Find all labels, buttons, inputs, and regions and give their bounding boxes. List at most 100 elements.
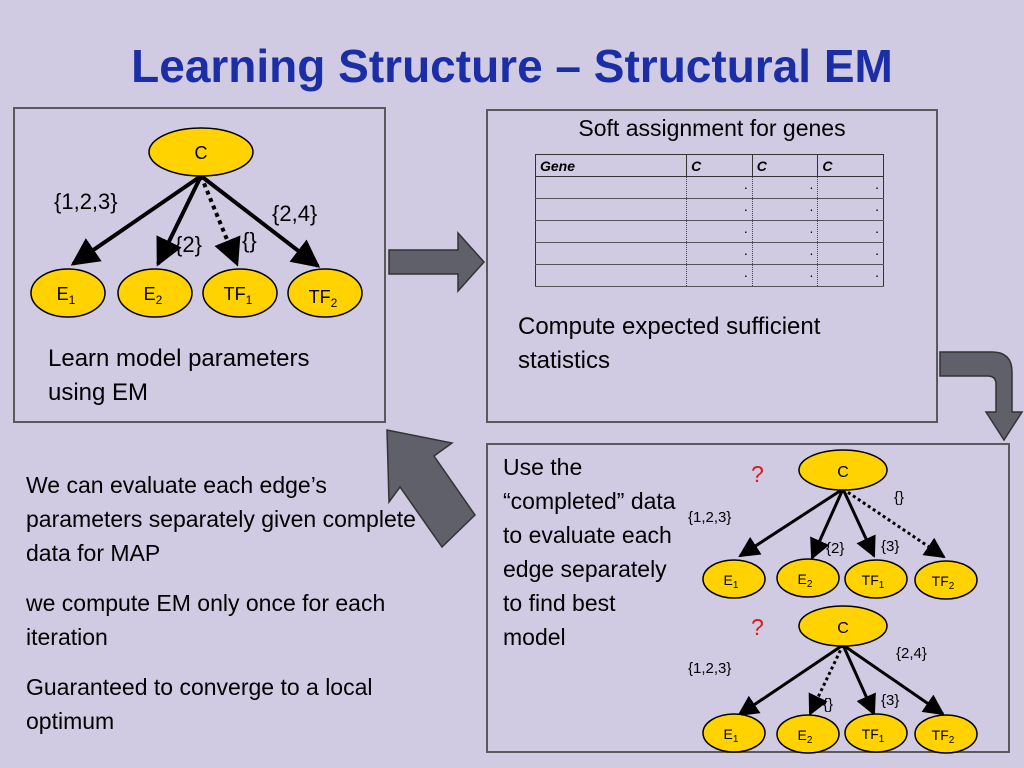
table-header: C [817, 154, 884, 177]
bullet-item: we compute EM only once for each iterati… [26, 590, 386, 650]
table-cell [534, 198, 688, 221]
tree1-node-e2 [776, 558, 840, 598]
tree1-node-tf1-label: TF1 [862, 572, 885, 591]
tree1-edge-label-3: {3} [881, 538, 899, 555]
tree1-node-tf1 [844, 559, 908, 599]
table-header: C [686, 154, 753, 177]
table-row: . . . [534, 198, 884, 221]
tree2-node-e2 [776, 714, 840, 754]
left-tree: C E1 E2 TF1 TF2 {1,2,3} {2} {} {2,4} [30, 127, 363, 318]
node-tf2-label: TF2 [309, 287, 338, 310]
table-cell: . [751, 198, 819, 221]
tree2-edge-label-4: {2,4} [896, 645, 927, 662]
arrow-right [388, 231, 486, 293]
question-mark-top: ? [751, 461, 764, 487]
tree1-node-tf2-label: TF2 [932, 573, 955, 592]
edge-label-4: {2,4} [272, 201, 317, 226]
node-tf1 [202, 268, 278, 318]
tree1-node-e2-label: E2 [798, 571, 813, 590]
tree1-edge-e1 [738, 487, 844, 558]
table-cell: . [686, 176, 753, 199]
learn-model-caption: Learn model parameters using EM [48, 345, 310, 406]
tree1-node-e1 [702, 559, 766, 599]
node-e1-label: E1 [57, 284, 76, 307]
table-cell: . [751, 220, 819, 243]
tree1-node-c [798, 449, 888, 491]
bullet-item: We can evaluate each edge’s parameters s… [26, 472, 416, 566]
tree2-node-tf1 [844, 713, 908, 753]
tree2-node-e2-label: E2 [798, 727, 813, 746]
use-completed-data-caption: Use the “completed” data to evaluate eac… [503, 454, 676, 650]
table-cell: . [817, 220, 884, 243]
node-tf2 [287, 268, 363, 318]
table-cell: . [817, 264, 884, 287]
slide-title: Learning Structure – Structural EM [131, 40, 893, 92]
edge-c-tf2 [199, 174, 321, 268]
tree1-edge-label-2: {2} [826, 540, 844, 557]
edge-label-3: {} [242, 228, 257, 253]
tree2-edge-tf2 [842, 643, 945, 716]
bottom-top-tree: C E1 E2 TF1 TF2 {1,2,3} {2} {3} {} [688, 449, 978, 600]
bullet-list: We can evaluate each edge’s parameters s… [26, 468, 416, 754]
tree1-edge-label-4: {} [894, 489, 904, 506]
table-header-row: Gene C C C [534, 154, 884, 177]
table-cell: . [817, 242, 884, 265]
table-cell: . [751, 264, 819, 287]
tree1-edge-label-1: {1,2,3} [688, 509, 731, 526]
edge-c-e2 [156, 175, 203, 267]
tree2-node-tf2-label: TF2 [932, 727, 955, 746]
tree2-node-c-label: C [837, 620, 849, 637]
node-tf1-label: TF1 [224, 284, 253, 307]
table-cell: . [817, 198, 884, 221]
table-row: . . . [534, 264, 884, 287]
tree2-edge-tf1 [841, 644, 876, 716]
question-mark-bottom: ? [751, 614, 764, 640]
table-header: C [751, 154, 819, 177]
table-row: . . . [534, 176, 884, 199]
table-cell: . [686, 220, 753, 243]
tree1-node-c-label: C [837, 464, 849, 481]
arrow-curved-down [939, 351, 1024, 442]
tree1-node-tf2 [914, 560, 978, 600]
table-cell: . [686, 264, 753, 287]
table-row: . . . [534, 220, 884, 243]
table-cell: . [686, 242, 753, 265]
table-cell: . [751, 242, 819, 265]
table-cell: . [686, 198, 753, 221]
tree2-edge-e2 [808, 644, 845, 716]
table-cell [534, 264, 688, 287]
node-e2 [117, 268, 193, 318]
compute-statistics-caption: Compute expected sufficient statistics [518, 313, 821, 374]
tree2-node-e1-label: E1 [724, 726, 739, 745]
tree2-edge-label-3: {3} [881, 692, 899, 709]
table-cell [534, 176, 688, 199]
table-header: Gene [534, 154, 688, 177]
tree2-edge-e1 [737, 643, 844, 717]
node-e2-label: E2 [144, 284, 163, 307]
tree2-edge-label-2: {} [823, 696, 833, 713]
table-cell: . [817, 176, 884, 199]
tree2-node-e1 [702, 713, 766, 753]
tree1-edge-tf2 [842, 487, 946, 559]
bullet-item: Guaranteed to converge to a local optimu… [26, 674, 373, 734]
tree2-node-tf2 [914, 714, 978, 754]
edge-label-2: {2} [175, 232, 202, 257]
table-cell [534, 242, 688, 265]
node-e1 [30, 268, 106, 318]
edge-label-1: {1,2,3} [54, 189, 118, 214]
soft-assignment-title: Soft assignment for genes [578, 115, 846, 141]
tree1-edge-e2 [810, 488, 845, 560]
tree2-node-tf1-label: TF1 [862, 726, 885, 745]
table-cell: . [751, 176, 819, 199]
bottom-lower-tree: C E1 E2 TF1 TF2 {1,2,3} {} {3} {2,4} [688, 605, 978, 754]
table-row: . . . [534, 242, 884, 265]
table-cell [534, 220, 688, 243]
tree2-edge-label-1: {1,2,3} [688, 660, 731, 677]
tree1-edge-tf1 [841, 488, 876, 558]
tree1-node-e1-label: E1 [724, 572, 739, 591]
soft-assignment-table: Gene C C C . . . . . . . . . . . . . . . [534, 154, 884, 287]
arrow-back-up-left [386, 429, 476, 549]
node-c [148, 127, 254, 177]
node-c-label: C [195, 143, 208, 163]
